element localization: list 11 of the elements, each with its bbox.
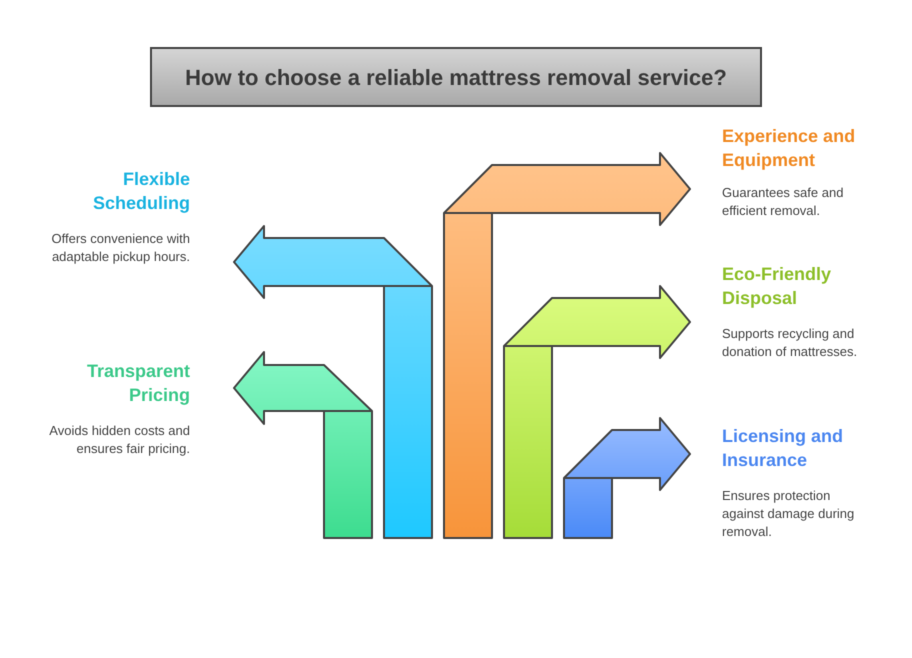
item-description: Supports recycling and donation of mattresses. bbox=[722, 325, 858, 361]
title-banner: How to choose a reliable mattress removal service? bbox=[150, 47, 762, 107]
item-description: Guarantees safe and efficient removal. bbox=[722, 184, 844, 220]
item-description: Offers convenience with adaptable pickup hours. bbox=[50, 230, 190, 266]
item-heading: Licensing and Insurance bbox=[722, 425, 844, 472]
item-heading: Experience and Equipment bbox=[722, 125, 856, 172]
item-heading: Flexible Scheduling bbox=[92, 168, 190, 215]
item-heading: Transparent Pricing bbox=[86, 360, 190, 407]
item-description: Avoids hidden costs and ensures fair pricing. bbox=[48, 422, 190, 458]
item-description: Ensures protection against damage during removal. bbox=[722, 487, 856, 541]
item-heading: Eco-Friendly Disposal bbox=[722, 263, 832, 310]
